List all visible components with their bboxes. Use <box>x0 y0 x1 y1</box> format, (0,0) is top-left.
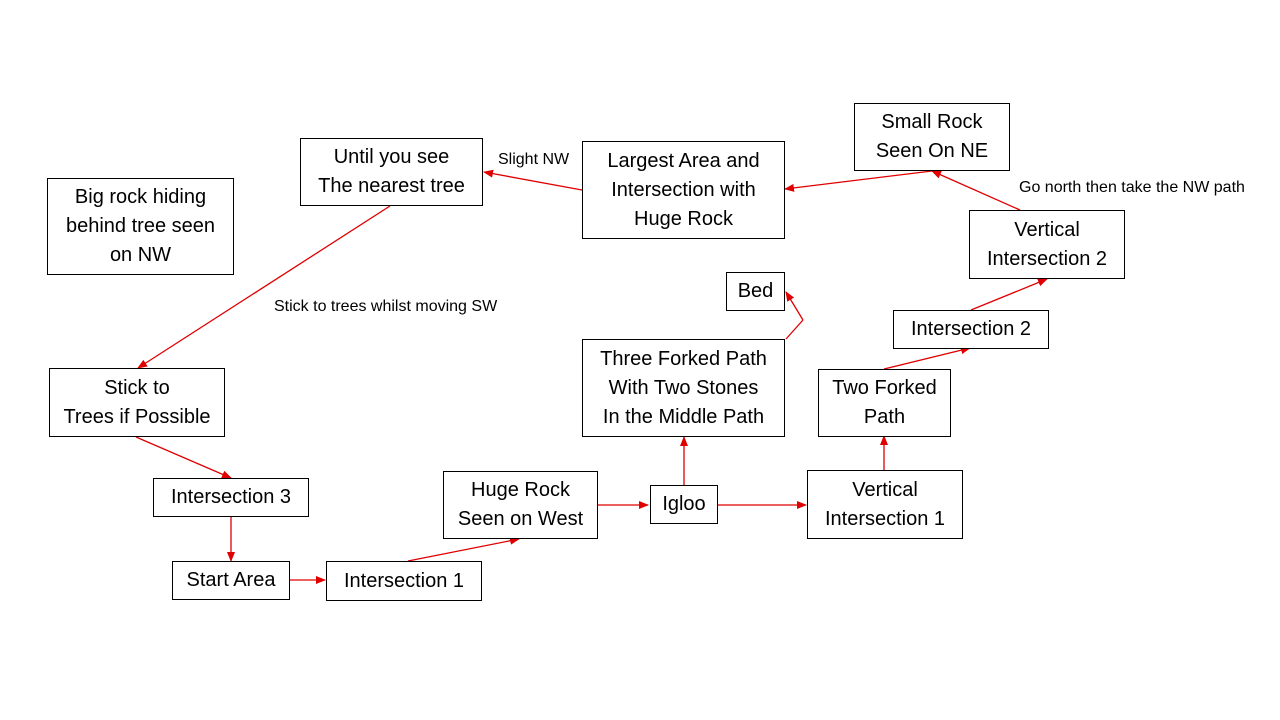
edge-label-slight-nw: Slight NW <box>498 151 570 168</box>
node-small-rock: Small Rock Seen On NE <box>854 103 1010 171</box>
edge-two-forked-to-intersection-2 <box>883 346 971 370</box>
node-stick-to-trees: Stick to Trees if Possible <box>49 368 225 437</box>
node-big-rock-hiding: Big rock hiding behind tree seen on NW <box>47 178 234 275</box>
node-line: Start Area <box>186 569 276 591</box>
edge-vertical-2-to-small-rock <box>931 170 1021 211</box>
node-line: Small Rock <box>881 111 983 133</box>
node-line: behind tree seen <box>65 215 215 237</box>
node-line: Intersection 1 <box>824 507 946 530</box>
edge-intersection-2-to-vertical-2 <box>970 278 1048 311</box>
edge-small-rock-to-largest-area <box>784 170 933 192</box>
node-until-you-see-tree: Until you see The nearest tree <box>300 138 483 206</box>
node-line: Big rock hiding <box>74 186 207 208</box>
node-intersection-3: Intersection 3 <box>153 478 309 517</box>
node-line: Vertical <box>852 478 918 501</box>
edge-intersection-1-to-huge-rock <box>407 536 520 562</box>
node-line: Vertical <box>1014 218 1080 241</box>
node-line: on NW <box>109 244 172 266</box>
node-vertical-intersection-1: Vertical Intersection 1 <box>807 470 963 539</box>
node-two-forked-path: Two Forked Path <box>818 369 951 437</box>
node-line: The nearest tree <box>318 175 465 197</box>
edge-label-stick-sw: Stick to trees whilst moving SW <box>274 298 498 315</box>
node-start-area: Start Area <box>172 561 290 600</box>
node-line: Igloo <box>662 493 706 515</box>
node-line: Intersection 1 <box>343 569 465 592</box>
node-line: Seen on West <box>457 508 584 530</box>
edge-until-tree-to-stick-trees <box>137 205 391 369</box>
node-igloo: Igloo <box>650 485 718 524</box>
node-intersection-1: Intersection 1 <box>326 561 482 601</box>
node-line: Path <box>863 406 906 428</box>
node-line: In the Middle Path <box>602 405 765 428</box>
edge-label-go-north: Go north then take the NW path <box>1019 179 1245 196</box>
node-bed: Bed <box>726 272 785 311</box>
node-three-forked-path: Three Forked Path With Two Stones In the… <box>582 339 785 437</box>
node-line: Bed <box>737 280 774 302</box>
node-huge-rock-seen-on-west: Huge Rock Seen on West <box>443 471 598 539</box>
node-vertical-intersection-2: Vertical Intersection 2 <box>969 210 1125 279</box>
node-line: Huge Rock <box>634 207 733 230</box>
node-line: Stick to <box>104 376 170 399</box>
node-line: Intersection 3 <box>170 486 292 508</box>
node-line: Trees if Possible <box>63 405 211 428</box>
node-line: With Two Stones <box>608 376 759 399</box>
node-largest-area: Largest Area and Intersection with Huge … <box>582 141 785 239</box>
edge-three-forked-to-bed-1 <box>785 319 804 340</box>
node-line: Two Forked <box>832 377 937 399</box>
node-line: Until you see <box>333 146 450 168</box>
node-line: Intersection 2 <box>986 247 1108 270</box>
node-line: Intersection 2 <box>910 318 1032 340</box>
node-intersection-2: Intersection 2 <box>893 310 1049 349</box>
edge-three-forked-to-bed-2 <box>785 291 804 321</box>
node-line: Seen On NE <box>875 140 989 162</box>
node-line: Largest Area and <box>607 149 760 172</box>
edge-largest-area-to-until-tree <box>483 169 583 191</box>
edge-stick-trees-to-intersection-3 <box>135 436 232 479</box>
node-line: Intersection with <box>611 178 756 201</box>
node-line: Three Forked Path <box>600 347 767 370</box>
node-line: Huge Rock <box>471 479 570 501</box>
